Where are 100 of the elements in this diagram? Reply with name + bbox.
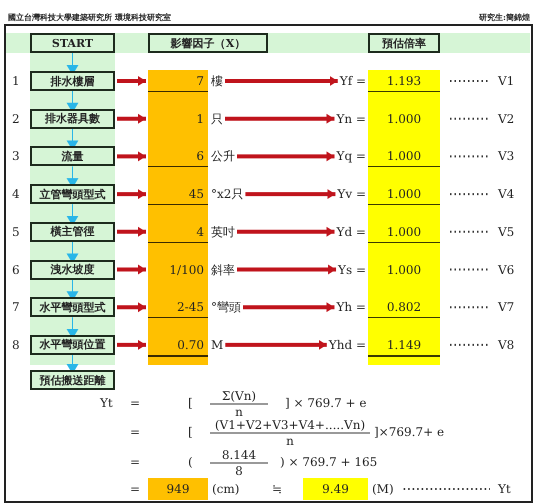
dotted-leader [450,118,490,120]
formula-text: ]×769.7+ e [374,425,444,439]
variable-label: Yhd = [328,338,366,352]
step-box: 排水器具數 [30,108,115,129]
formula-text: ] × 769.7 + e [285,396,367,410]
arrow [237,151,335,162]
step-box: 立管彎頭型式 [30,184,115,204]
row-number: 4 [12,187,20,202]
step-box: 橫主管徑 [30,222,115,242]
value-cell: 0.70 [148,318,208,357]
value-cell: 4 [148,204,208,244]
variable-label: Yv = [337,187,366,202]
value-cell: 7 [148,70,208,93]
result-cell: 949 [148,478,208,500]
unit-label: °x2只 [211,187,244,202]
formula-text: Yt [100,396,113,410]
unit-label: (M) [372,482,394,496]
variable-label: V5 [498,224,514,239]
header-text: 研究生:簡錦煌 [479,11,530,24]
variable-label: Yq = [336,149,366,164]
variable-label: V4 [498,187,514,202]
arrow [117,189,146,200]
variable-label: V3 [498,149,514,164]
equals-sign: = [130,396,140,410]
variable-label: Yh = [336,300,366,314]
variable-label: Yt [498,482,511,496]
arrow [225,76,338,86]
dotted-leader [450,306,490,308]
step-box: 排水樓層 [30,71,115,91]
row-number: 6 [12,262,20,276]
step-box: 水平彎頭位置 [30,334,115,355]
numerator: Σ(Vn) [222,389,256,403]
header-box: 影響因子（X） [148,33,268,53]
result-cell: 9.49 [303,478,368,500]
unit-label: 英吋 [211,224,235,239]
arrow [117,226,146,237]
bracket: [ [188,425,193,439]
factor-cell: 1.000 [368,129,440,168]
dotted-leader [450,344,490,346]
denominator: n [235,405,243,419]
numerator: 8.144 [222,448,256,462]
start-box: START [30,33,115,53]
unit-label: 樓 [211,74,223,88]
dotted-leader [404,488,490,490]
variable-label: V2 [498,112,514,126]
dotted-leader [450,230,490,233]
arrow [117,76,146,86]
equals-sign: = [130,482,140,496]
factor-cell: 1.000 [368,242,440,282]
variable-label: Yf = [340,74,366,88]
formula-text: ) × 769.7 + 165 [280,455,378,469]
dotted-leader [450,268,490,270]
dotted-leader [450,193,490,196]
unit-label: (cm) [212,482,240,496]
factor-cell: 1.000 [368,204,440,244]
value-cell: 6 [148,129,208,168]
row-number: 7 [12,300,20,314]
dotted-leader [450,80,490,82]
step-box: 洩水坡度 [30,260,115,280]
arrow [237,226,335,237]
row-number: 2 [12,112,20,126]
variable-label: Ys = [338,262,366,276]
row-number: 1 [12,74,20,88]
header-box: 預估倍率 [368,33,440,53]
equals-sign: = [130,425,140,439]
value-cell: 1/100 [148,242,208,282]
variable-label: V7 [498,300,514,314]
factor-cell: 1.000 [368,92,440,131]
value-cell: 2-45 [148,280,208,320]
dotted-leader [450,155,490,158]
result-box: 預估搬送距離 [30,370,115,390]
bracket: [ [188,396,193,410]
step-box: 流量 [30,146,115,166]
equals-sign: = [130,455,140,469]
value-cell: 45 [148,167,208,206]
unit-label: M [211,338,224,352]
unit-label: 公升 [211,149,235,164]
approx-sign: ≒ [272,482,282,496]
unit-label: °彎頭 [211,300,241,314]
arrow [117,340,146,350]
variable-label: Yn = [336,112,366,126]
arrow [243,302,334,312]
header-text: 國立台灣科技大學建築研究所 環境科技研究室 [8,11,171,24]
step-box: 水平彎頭型式 [30,297,115,318]
arrow [245,189,336,200]
factor-cell: 1.149 [368,318,440,357]
denominator: 8 [235,464,243,478]
row-number: 8 [12,338,20,352]
factor-cell: 1.000 [368,167,440,206]
unit-label: 只 [211,112,223,126]
arrow [225,340,327,350]
arrow [117,302,146,312]
variable-label: V1 [498,74,514,88]
denominator: n [286,434,294,448]
unit-label: 斜率 [211,262,235,276]
arrow [225,114,334,124]
row-number: 5 [12,224,20,239]
factor-cell: 1.193 [368,70,440,93]
variable-label: V6 [498,262,514,276]
variable-label: V8 [498,338,514,352]
